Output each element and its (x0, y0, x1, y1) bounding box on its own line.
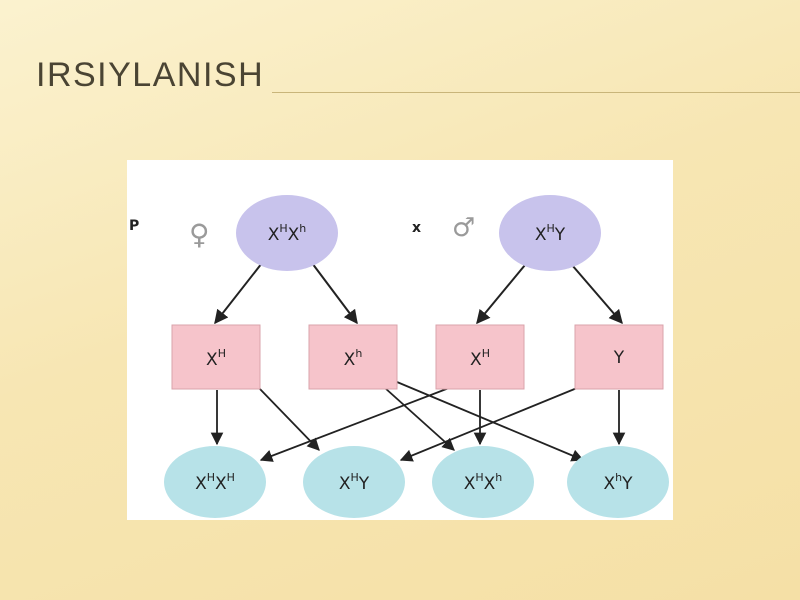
gamete-1: XH (171, 324, 261, 390)
female-symbol-icon: ♀ (189, 218, 210, 251)
arrow-p1-g1 (214, 262, 263, 325)
arrow-g2-o4 (396, 381, 585, 462)
svg-text:XHY: XHY (339, 471, 370, 494)
offspring-4: XhY (567, 446, 669, 518)
svg-text:XHXh: XHXh (268, 222, 307, 245)
offspring-2: XHY (303, 446, 405, 518)
offspring-1: XHXH (164, 446, 266, 518)
gamete-3: XH (435, 324, 525, 390)
arrow-p1-g2 (311, 262, 358, 325)
gamete-arrows (210, 381, 626, 462)
slide-title: IRSIYLANISH (36, 56, 265, 94)
cross-sign: x (412, 220, 421, 236)
gamete-2: Xh (308, 324, 398, 390)
svg-text:XHY: XHY (535, 222, 566, 245)
svg-text:Xh: Xh (344, 347, 363, 370)
diagram-canvas: P ♀ x ♂ XHXh (129, 195, 669, 518)
arrow-g4-o2 (399, 387, 578, 462)
svg-text:XhY: XhY (603, 471, 633, 494)
parent-male: XHY (499, 195, 601, 271)
svg-text:XHXh: XHXh (464, 471, 503, 494)
generation-label: P (129, 218, 139, 234)
parent-arrows (214, 262, 623, 325)
svg-text:XH: XH (206, 347, 226, 370)
gamete-4: Y (574, 324, 664, 390)
svg-text:XH: XH (470, 347, 490, 370)
offspring-3: XHXh (432, 446, 534, 518)
arrow-g1-o2 (258, 387, 320, 451)
arrow-p2-g3 (476, 264, 526, 325)
parent-female: XHXh (236, 195, 338, 271)
inheritance-diagram: P ♀ x ♂ XHXh (127, 160, 673, 520)
male-symbol-icon: ♂ (452, 213, 475, 243)
svg-text:XHXH: XHXH (195, 471, 235, 494)
arrow-g2-o3 (384, 387, 455, 451)
svg-text:Y: Y (613, 348, 625, 368)
arrow-p2-g4 (571, 264, 623, 325)
title-underline (272, 92, 800, 93)
arrow-g3-o1 (259, 387, 450, 462)
